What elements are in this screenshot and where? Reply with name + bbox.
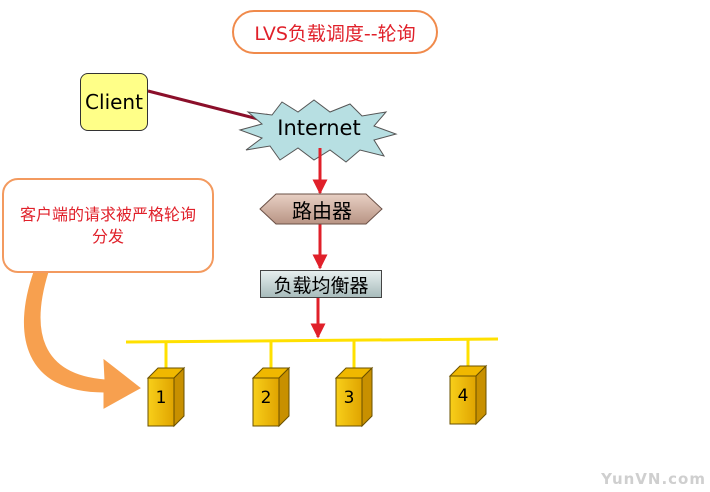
server-3-box bbox=[334, 366, 374, 428]
server-2-label: 2 bbox=[260, 388, 272, 408]
network-bus bbox=[125, 337, 499, 344]
callout-arrow bbox=[23, 271, 141, 409]
server-3-label: 3 bbox=[343, 388, 355, 408]
diagram-title: LVS负载调度--轮询 bbox=[232, 10, 438, 54]
callout-note: 客户端的请求被严格轮询分发 bbox=[2, 178, 214, 273]
internet-label: Internet bbox=[277, 116, 361, 140]
internet-cloud-shape bbox=[238, 99, 398, 163]
router-shape bbox=[259, 193, 383, 225]
server-2-box bbox=[251, 366, 291, 428]
router-label: 路由器 bbox=[292, 199, 352, 223]
watermark-text: YunVN.com bbox=[601, 470, 706, 488]
server-1-label: 1 bbox=[155, 388, 167, 408]
server-4-box bbox=[448, 364, 488, 426]
server-1-box bbox=[146, 366, 186, 428]
load-balancer-box: 负载均衡器 bbox=[260, 270, 382, 298]
server-4-label: 4 bbox=[457, 386, 469, 406]
client-box: Client bbox=[80, 73, 148, 131]
